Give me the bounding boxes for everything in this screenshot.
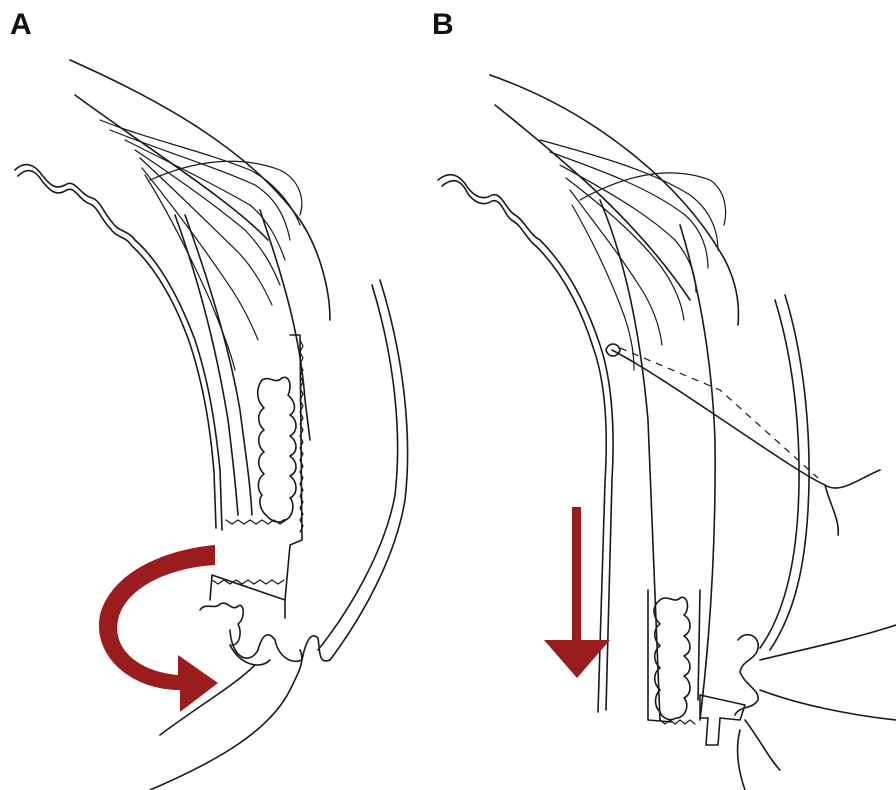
panel-b-lower-curve-1 xyxy=(760,625,896,660)
panel-b-drawing xyxy=(438,75,896,790)
panel-b-band-mid xyxy=(680,225,715,720)
panel-a-lower-curve-2 xyxy=(150,650,302,790)
curved-rotation-arrow-icon xyxy=(99,545,218,712)
panel-a-cut-line-lower xyxy=(212,580,284,584)
panel-a-cut-line-upper xyxy=(226,520,286,524)
panel-b-wall-inner xyxy=(760,300,799,648)
panel-b-lower-curve-3 xyxy=(738,720,780,790)
panel-a-outer-arc-2 xyxy=(75,95,268,240)
panel-a-drawing xyxy=(15,60,408,790)
panel-b-muscle-fibers xyxy=(540,140,726,370)
panel-b-outer-arc-1 xyxy=(490,75,738,325)
panel-a-band-left xyxy=(175,215,238,515)
panel-b-folds xyxy=(700,635,758,745)
panel-a-wall-inner xyxy=(318,285,398,650)
panel-a-lesion xyxy=(258,377,296,522)
panel-a-outer-arc-1 xyxy=(70,60,330,320)
panel-a-strip xyxy=(285,335,302,600)
panel-a-folds xyxy=(200,603,330,661)
panel-b-mucosa-line-outer xyxy=(438,175,613,710)
panel-b-outer-arc-2 xyxy=(495,105,690,300)
panel-b-lower-curve-2 xyxy=(760,690,896,720)
panel-b-mucosa-line-inner xyxy=(442,181,606,712)
